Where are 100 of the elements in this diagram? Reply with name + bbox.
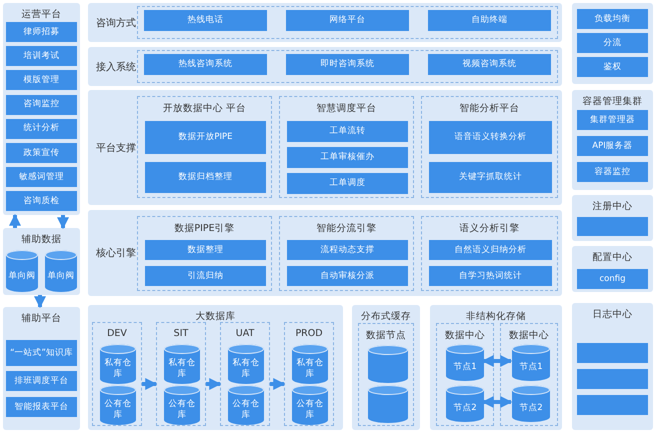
- module-box: 热线电话: [144, 10, 267, 31]
- dashed-group: [92, 322, 142, 426]
- panel: [572, 195, 653, 241]
- layer-panel: [88, 47, 562, 86]
- storage-cylinder: 节点1: [446, 344, 484, 381]
- module-box: 数据开放PIPE: [145, 121, 266, 154]
- layer-label: 接入系统: [96, 60, 136, 74]
- module-box: 工单调度: [287, 173, 408, 194]
- module-box: 自然语义归纳分析: [429, 240, 552, 260]
- module-box: 容器监控: [577, 162, 648, 182]
- panel: [3, 228, 80, 295]
- group-title: 数据节点: [365, 329, 407, 342]
- module-box: 鉴权: [577, 57, 648, 77]
- group-title: 开放数据中心 平台: [162, 102, 248, 115]
- dashed-group: [137, 96, 272, 198]
- module-box: 敏感词管理: [6, 167, 77, 188]
- module-box: 自动审核分派: [287, 266, 408, 286]
- module-box: 自助终端: [428, 10, 551, 31]
- dashed-group: [156, 322, 206, 426]
- layer-label: 咨询方式: [96, 16, 136, 30]
- module-box: 统计分析: [6, 118, 77, 139]
- panel: [572, 3, 653, 84]
- panel-title: 辅助数据: [20, 233, 62, 246]
- module-box: [577, 217, 648, 236]
- panel-title: 大数据库: [194, 310, 236, 323]
- dashed-group: [284, 322, 334, 426]
- arrow: [206, 378, 222, 390]
- panel: [352, 305, 420, 430]
- panel-title: 分布式缓存: [360, 310, 412, 323]
- module-box: 培训考试: [6, 46, 77, 66]
- group-title: DEV: [106, 328, 128, 339]
- module-box: 自学习热词统计: [429, 266, 552, 286]
- module-box: 分流: [577, 33, 648, 53]
- module-box: 数据归档整理: [145, 162, 266, 193]
- storage-cylinder: 公有仓库: [100, 385, 136, 425]
- module-box: 工单审核催办: [287, 147, 408, 168]
- panel: [572, 90, 653, 190]
- module-box: 集群管理器: [577, 110, 648, 130]
- panel-title: 注册中心: [592, 200, 634, 213]
- panel: [3, 3, 80, 215]
- module-box: 政策宣传: [6, 143, 77, 163]
- storage-cylinder: 公有仓库: [228, 385, 264, 425]
- module-box: 即时咨询系统: [286, 54, 409, 75]
- group-title: 数据中心: [508, 329, 550, 342]
- panel: [430, 305, 562, 430]
- dashed-group: [358, 323, 414, 426]
- layer-panel: [88, 210, 562, 296]
- group-title: UAT: [234, 328, 256, 339]
- panel-title: 辅助平台: [20, 312, 62, 325]
- dashed-group: [421, 216, 558, 291]
- storage-cylinder: 私有仓库: [100, 344, 136, 384]
- module-box: 排班调度平台: [6, 371, 77, 391]
- storage-cylinder: 私有仓库: [292, 344, 328, 384]
- arrow: [482, 396, 512, 408]
- storage-cylinder: [368, 345, 408, 383]
- dashed-group: [279, 96, 414, 198]
- dashed-group: [137, 216, 272, 291]
- panel-title: 容器管理集群: [582, 95, 644, 108]
- group-title: SIT: [172, 328, 190, 339]
- module-box: 引流归纳: [145, 266, 266, 286]
- module-box: 负载均衡: [577, 9, 648, 29]
- layer-label: 平台支撑: [96, 142, 136, 154]
- module-box: 咨询质检: [6, 191, 77, 212]
- storage-cylinder: 私有仓库: [228, 344, 264, 384]
- layer-label: 核心引擎: [96, 246, 136, 260]
- group-title: 语义分析引擎: [458, 222, 520, 235]
- group-title: 智慧调度平台: [316, 102, 378, 115]
- dashed-group: [220, 322, 270, 426]
- panel: [572, 303, 653, 430]
- module-box: 咨询监控: [6, 94, 77, 115]
- panel-title: 配置中心: [592, 251, 634, 264]
- module-box: API服务器: [577, 136, 648, 156]
- module-box: 视频咨询系统: [428, 54, 551, 75]
- dashed-group: [421, 96, 558, 198]
- module-box: [577, 395, 648, 415]
- storage-cylinder: 节点2: [512, 385, 550, 422]
- module-box: 关键字抓取统计: [429, 162, 552, 193]
- dashed-group: [500, 323, 558, 426]
- panel: [88, 305, 343, 430]
- module-box: 工单流转: [287, 121, 408, 142]
- module-box: 律师招募: [6, 22, 77, 42]
- panel: [3, 307, 80, 430]
- arrow: [142, 378, 158, 390]
- module-box: 语音语义转换分析: [429, 121, 552, 154]
- module-box: [577, 369, 648, 389]
- arrow: [482, 355, 512, 367]
- module-box: [577, 343, 648, 363]
- module-box: 模版管理: [6, 70, 77, 90]
- module-box: 数据整理: [145, 240, 266, 260]
- dashed-group: [279, 216, 414, 291]
- storage-cylinder: 公有仓库: [164, 385, 200, 425]
- storage-cylinder: 私有仓库: [164, 344, 200, 384]
- module-box: 网络平台: [286, 10, 409, 31]
- storage-cylinder: 单向阀: [6, 250, 38, 292]
- panel-title: 运营平台: [20, 8, 62, 21]
- group-title: 数据PIPE引擎: [173, 222, 236, 235]
- arrow: [9, 214, 21, 228]
- layer-panel: [88, 3, 562, 42]
- group-title: 数据中心: [444, 329, 486, 342]
- panel-title: 非结构化存储: [465, 310, 527, 323]
